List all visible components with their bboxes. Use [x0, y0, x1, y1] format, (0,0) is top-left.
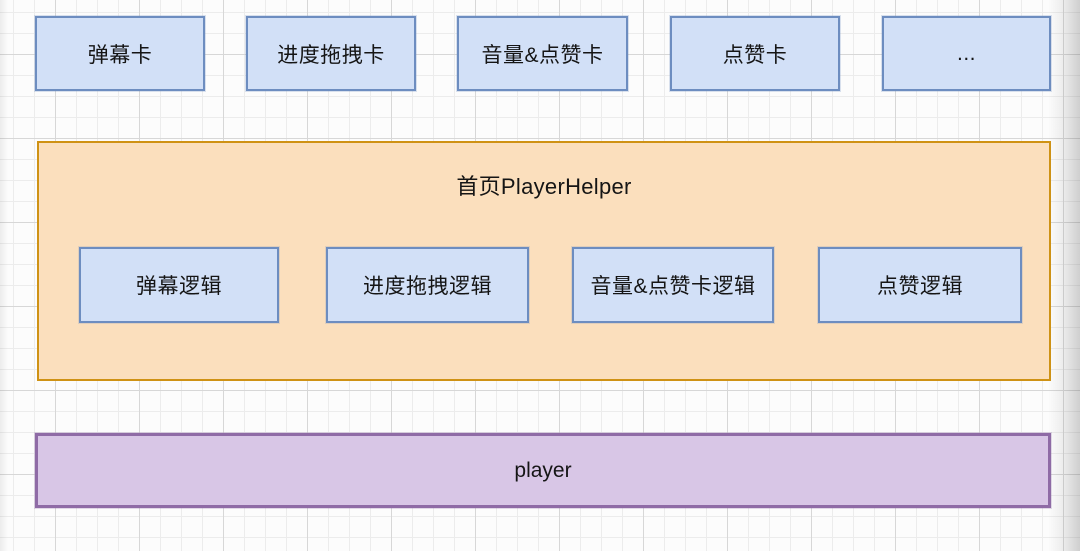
- player-helper-container: 首页PlayerHelper 弹幕逻辑 进度拖拽逻辑 音量&点赞卡逻辑 点赞逻辑: [37, 141, 1051, 381]
- page-right-edge-shading: [1048, 0, 1080, 551]
- card-danmaku-label: 弹幕卡: [87, 43, 153, 67]
- module-progress-drag-logic: 进度拖拽逻辑: [326, 247, 529, 323]
- module-danmaku-logic-label: 弹幕逻辑: [136, 275, 222, 298]
- card-more-label: ...: [956, 41, 976, 65]
- card-like-label: 点赞卡: [722, 43, 788, 67]
- card-progress-drag-label: 进度拖拽卡: [277, 43, 385, 67]
- card-progress-drag: 进度拖拽卡: [246, 16, 416, 91]
- card-volume-like-label: 音量&点赞卡: [481, 43, 604, 67]
- module-like-logic-label: 点赞逻辑: [877, 275, 963, 298]
- card-volume-like: 音量&点赞卡: [457, 16, 628, 91]
- card-danmaku: 弹幕卡: [35, 16, 205, 91]
- player-bar: player: [35, 433, 1051, 508]
- player-helper-title: 首页PlayerHelper: [456, 174, 632, 199]
- player-bar-label: player: [514, 458, 572, 482]
- module-like-logic: 点赞逻辑: [818, 247, 1022, 323]
- page-left-edge-shading: [0, 0, 8, 551]
- card-like: 点赞卡: [670, 16, 840, 91]
- module-volume-like-logic: 音量&点赞卡逻辑: [572, 247, 774, 323]
- module-volume-like-logic-label: 音量&点赞卡逻辑: [590, 275, 756, 298]
- card-more: ...: [882, 16, 1051, 91]
- module-progress-drag-logic-label: 进度拖拽逻辑: [363, 275, 492, 298]
- module-danmaku-logic: 弹幕逻辑: [79, 247, 279, 323]
